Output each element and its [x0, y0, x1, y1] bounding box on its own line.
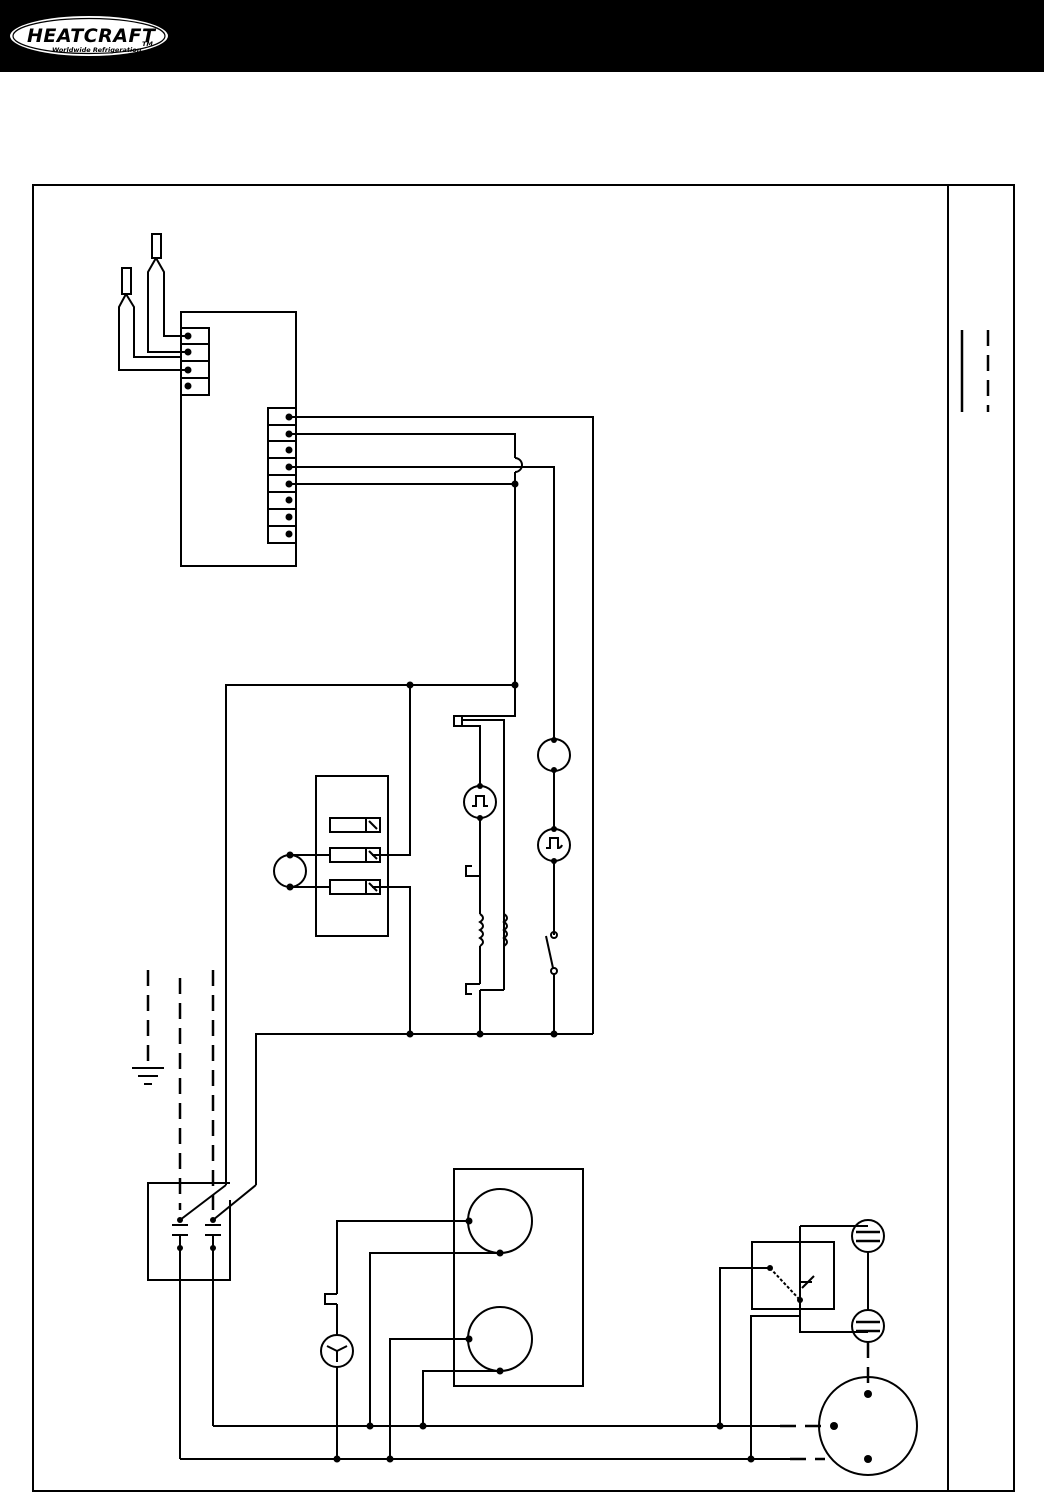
contactor [147, 1182, 257, 1459]
defrost-circuit [453, 715, 508, 1034]
fuse-terminal-block [273, 775, 389, 937]
header-bar [0, 0, 1044, 72]
sensor-probes [118, 233, 188, 371]
power-bus [180, 1422, 830, 1463]
controller-wiring [225, 416, 594, 1185]
timer-circuit [537, 737, 571, 1034]
controller-board [180, 311, 297, 567]
heatcraft-logo: HEATCRAFT Worldwide Refrigeration TM [8, 14, 170, 58]
brand-name: HEATCRAFT [27, 25, 157, 47]
relay [719, 1225, 868, 1459]
wiring-legend [960, 330, 990, 412]
power-receptacle [818, 1376, 918, 1476]
trademark-mark: TM [142, 40, 153, 48]
fan-motors [336, 1168, 584, 1459]
diagram-frame [32, 184, 1015, 1492]
field-wiring [132, 970, 215, 1210]
brand-tagline: Worldwide Refrigeration [52, 46, 142, 54]
fan-switch [320, 1293, 354, 1459]
indicator-lamps [851, 1219, 885, 1388]
